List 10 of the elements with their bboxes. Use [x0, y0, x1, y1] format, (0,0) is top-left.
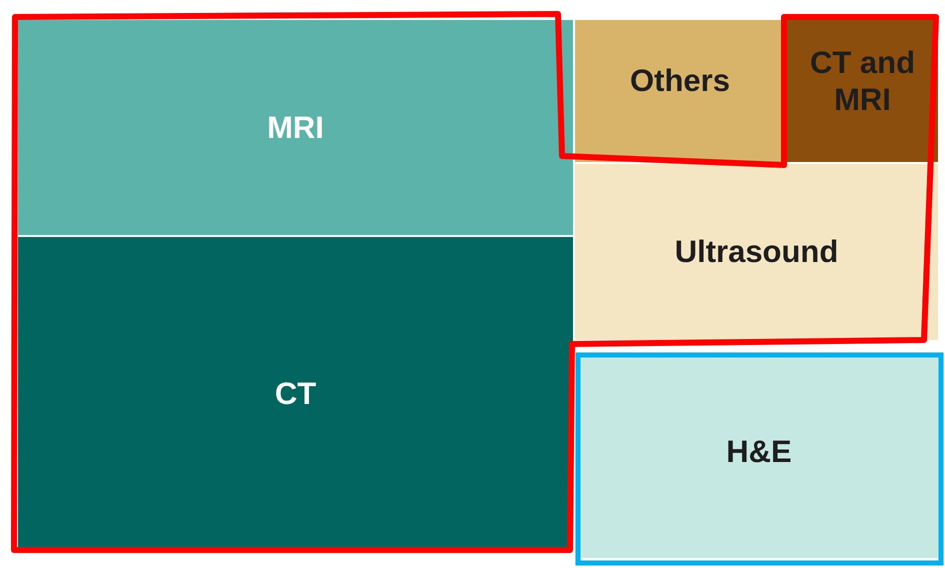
tile-label: H&E	[725, 433, 793, 471]
treemap-tile	[18, 237, 573, 550]
treemap-tile	[18, 20, 573, 235]
tile-label: CT	[274, 374, 318, 412]
tile-label: MRI	[266, 108, 325, 146]
treemap-tile	[575, 164, 938, 340]
treemap-tile	[787, 20, 938, 162]
tile-label: CT and MRI	[808, 44, 916, 118]
tile-label: Ultrasound	[674, 233, 840, 271]
tile-label: Others	[629, 62, 731, 100]
